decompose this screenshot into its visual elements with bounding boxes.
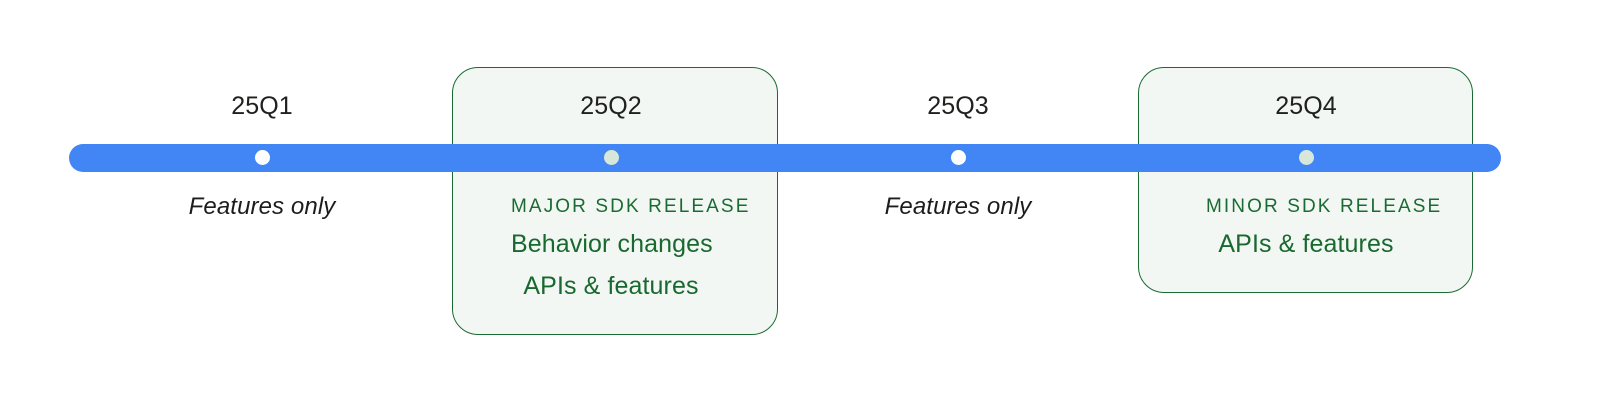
timeline-dot-25q2 bbox=[603, 150, 619, 165]
quarter-detail-25q3: Features only bbox=[858, 190, 1058, 224]
quarter-label-25q4: 25Q4 bbox=[1275, 92, 1337, 120]
timeline-dot-25q1 bbox=[254, 150, 270, 165]
release-kicker-25q4: MINOR SDK RELEASE bbox=[1206, 196, 1443, 217]
timeline-dot-25q4 bbox=[1298, 150, 1314, 165]
release-line-25q4-apis-and-features: APIs & features bbox=[1218, 230, 1394, 258]
quarter-note-25q3: Features only bbox=[884, 193, 1032, 220]
release-card-25q4 bbox=[1138, 67, 1473, 293]
quarter-label-25q1: 25Q1 bbox=[231, 92, 293, 120]
quarter-label-25q3: 25Q3 bbox=[927, 92, 989, 120]
quarter-column-25q3[interactable]: 25Q3 Features only bbox=[858, 0, 1058, 409]
release-line-25q2-behavior-changes: Behavior changes bbox=[511, 230, 713, 258]
release-line-25q2-apis-and-features: APIs & features bbox=[523, 272, 699, 300]
quarter-column-25q4[interactable]: 25Q4 MINOR SDK RELEASE APIs & features bbox=[1206, 0, 1443, 409]
release-kicker-25q2: MAJOR SDK RELEASE bbox=[511, 196, 751, 217]
timeline-dot-25q3 bbox=[950, 150, 966, 165]
quarter-label-25q2: 25Q2 bbox=[580, 92, 642, 120]
quarter-note-25q1: Features only bbox=[188, 193, 336, 220]
quarter-detail-25q2: MAJOR SDK RELEASE Behavior changes APIs … bbox=[511, 190, 751, 307]
quarter-column-25q1[interactable]: 25Q1 Features only bbox=[162, 0, 362, 409]
quarter-detail-25q1: Features only bbox=[162, 190, 362, 224]
release-card-25q2 bbox=[452, 67, 778, 335]
timeline-rail bbox=[69, 144, 1501, 172]
quarter-detail-25q4: MINOR SDK RELEASE APIs & features bbox=[1206, 190, 1443, 265]
quarter-column-25q2[interactable]: 25Q2 MAJOR SDK RELEASE Behavior changes … bbox=[511, 0, 751, 409]
